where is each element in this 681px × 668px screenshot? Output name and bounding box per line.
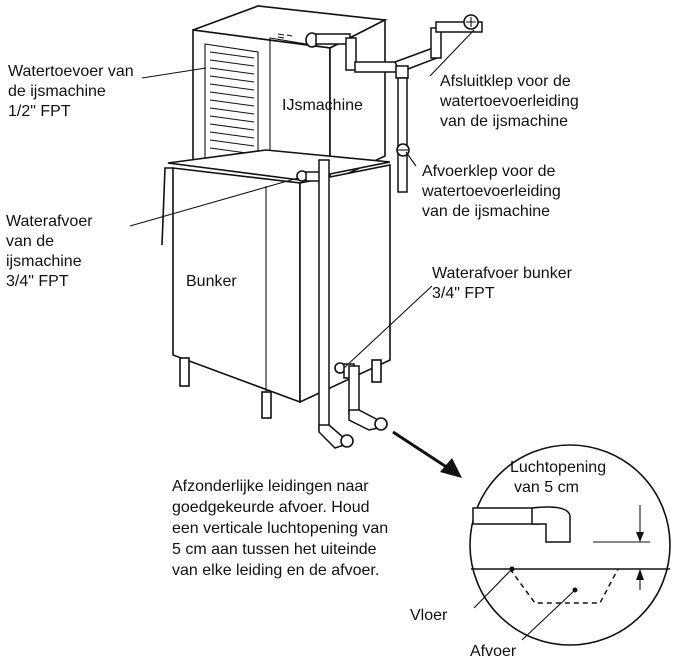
drain-text: Afvoer [470, 643, 517, 660]
air-gap-detail [469, 444, 671, 646]
water-supply-line-2: de ijsmachine [8, 83, 106, 100]
drain-valve-line-2: watertoevoerleiding [422, 183, 561, 200]
air-gap-line-2: van 5 cm [514, 479, 579, 496]
drain-valve-label: Afvoerklep voor de watertoevoerleiding v… [422, 162, 561, 222]
shutoff-valve-line-1: Afsluitklep voor de [440, 73, 571, 90]
note-line-2: goedgekeurde afvoer. Houd [172, 499, 370, 516]
air-gap-label: Luchtopening van 5 cm [510, 458, 606, 498]
bunker-unit [161, 149, 391, 419]
floor-text: Vloer [410, 607, 448, 624]
leader-lines [129, 29, 475, 369]
note-line-3: een verticale luchtopening van [172, 520, 389, 537]
water-supply-line-1: Watertoevoer van [8, 63, 134, 80]
note-line-4: 5 cm aan tussen het uiteinde [172, 541, 377, 558]
bunker-text: Bunker [186, 273, 237, 290]
water-supply-label: Watertoevoer van de ijsmachine 1/2" FPT [8, 62, 134, 122]
bunker-drain-line-2: 3/4" FPT [432, 285, 495, 302]
floor-label: Vloer [410, 606, 447, 626]
machine-drain-line-4: 3/4" FPT [6, 273, 69, 290]
note-line-5: van elke leiding en de afvoer. [172, 562, 380, 579]
shutoff-valve-label: Afsluitklep voor de watertoevoerleiding … [440, 72, 579, 132]
machine-drain-piping [296, 159, 354, 449]
machine-drain-line-1: Waterafvoer [6, 213, 93, 230]
bunker-drain-label: Waterafvoer bunker 3/4" FPT [432, 264, 572, 304]
bunker-label: Bunker [186, 272, 237, 292]
bunker-drain-line-1: Waterafvoer bunker [432, 265, 572, 282]
machine-drain-line-2: van de [6, 233, 55, 250]
bunker-drain-piping [334, 362, 388, 431]
machine-drain-label: Waterafvoer van de ijsmachine 3/4" FPT [6, 212, 93, 292]
shutoff-valve-line-2: watertoevoerleiding [440, 93, 579, 110]
water-supply-line-3: 1/2" FPT [8, 103, 71, 120]
ice-machine-text: IJsmachine [282, 97, 363, 114]
installation-note: Afzonderlijke leidingen naar goedgekeurd… [172, 476, 388, 581]
shutoff-valve-line-3: van de ijsmachine [440, 113, 569, 130]
detail-arrow [392, 430, 462, 478]
note-line-1: Afzonderlijke leidingen naar [172, 478, 369, 495]
water-supply-piping [305, 14, 483, 193]
machine-drain-line-3: ijsmachine [6, 253, 82, 270]
ice-machine-label: IJsmachine [282, 96, 363, 116]
louver-grille [204, 43, 259, 169]
drain-valve-line-1: Afvoerklep voor de [422, 163, 556, 180]
drain-valve-line-3: van de ijsmachine [422, 203, 551, 220]
air-gap-line-1: Luchtopening [510, 459, 607, 476]
drain-label: Afvoer [470, 642, 516, 662]
